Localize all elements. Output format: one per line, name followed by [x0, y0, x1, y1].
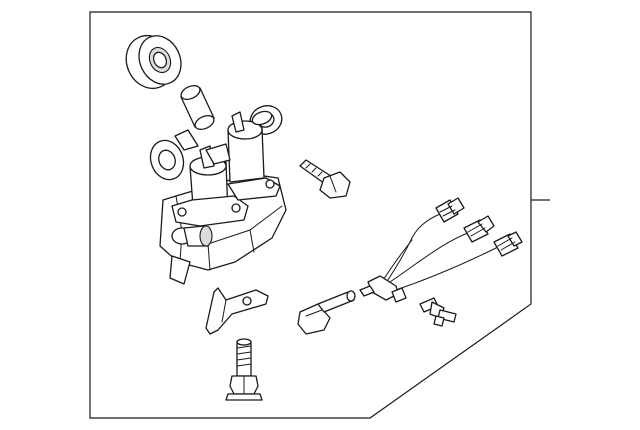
sensor-icon[interactable] [419, 297, 457, 327]
bolt-icon[interactable] [299, 159, 351, 199]
grommet-icon[interactable] [118, 28, 189, 96]
connector-icon[interactable] [297, 290, 356, 335]
egr-valve-icon[interactable] [145, 101, 287, 285]
stud-icon[interactable] [225, 338, 263, 401]
bracket-icon[interactable] [205, 287, 269, 335]
harness-icon[interactable] [359, 197, 523, 303]
bushing-icon[interactable] [179, 83, 216, 132]
diagram-frame [89, 11, 550, 419]
